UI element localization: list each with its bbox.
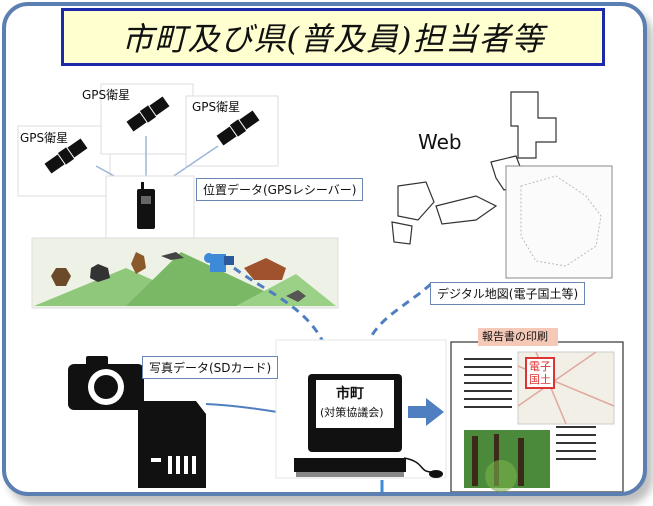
pc-to-report-arrow: [408, 398, 444, 426]
report-document: [450, 328, 624, 492]
web-map-illustration: [391, 91, 613, 279]
diagram-frame: 市町及び県(普及員)担当者等: [2, 2, 647, 496]
satellite-icon-1: [44, 138, 88, 174]
pc-icon: [294, 374, 443, 478]
gps-receiver-icon: [137, 182, 155, 229]
report-print-tag: 報告書の印刷: [482, 330, 548, 343]
satellite-label-1: GPS衛星: [20, 131, 69, 145]
landscape-illustration: [31, 237, 339, 309]
web-label: Web: [418, 130, 462, 154]
satellite-label-3: GPS衛星: [192, 100, 241, 114]
report-map-stamp: 電子国土: [529, 360, 551, 386]
camera-icon: [68, 356, 144, 410]
pc-subtitle: (対策協議会): [320, 406, 384, 419]
satellite-icon-3: [216, 110, 260, 146]
satellite-label-2: GPS衛星: [82, 88, 131, 102]
pc-title: 市町: [336, 386, 364, 402]
diagram-canvas: [17, 83, 624, 492]
map-to-pc-arrow: [366, 282, 432, 343]
satellite-icon-2: [126, 96, 170, 132]
photo-data-label: 写真データ(SDカード): [142, 356, 279, 379]
gps-to-pc-arrow: [233, 266, 326, 345]
title-box: 市町及び県(普及員)担当者等: [61, 8, 605, 66]
map-data-label: デジタル地図(電子国土等): [430, 282, 586, 305]
gps-data-label: 位置データ(GPSレシーバー): [196, 178, 364, 201]
diagram-title: 市町及び県(普及員)担当者等: [121, 20, 545, 58]
sd-card-icon: [138, 401, 206, 488]
